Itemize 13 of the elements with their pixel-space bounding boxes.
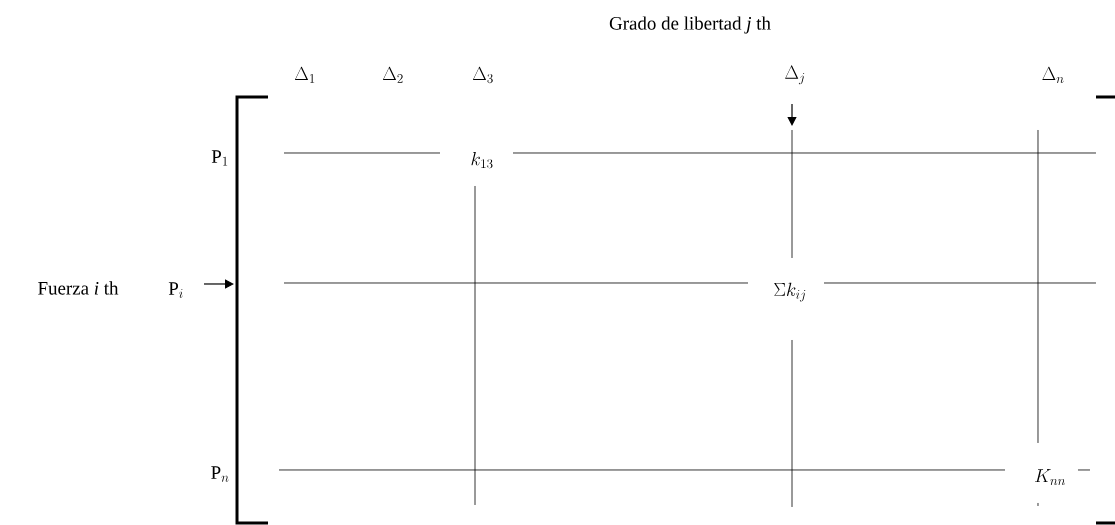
row-label: $\mathrm{P}_{1}$ [211, 150, 228, 166]
matrix-entry: $k_{13}$ [471, 152, 493, 169]
matrix-entry: $K_{nn}$ [1035, 469, 1065, 485]
column-label: $\Delta_{2}$ [382, 66, 403, 83]
column-label: $\Delta_{j}$ [785, 65, 805, 85]
row-label: $\mathrm{P}_{n}$ [211, 466, 229, 482]
column-label: $\Delta_{1}$ [294, 66, 315, 83]
column-label: $\Delta_{3}$ [472, 66, 493, 84]
matrix-entry: $\Sigma k_{ij}$ [774, 282, 806, 302]
column-label: $\Delta_{n}$ [1042, 66, 1064, 83]
row-heading-label: Fuerza i th [38, 281, 119, 295]
row-label: $\mathrm{P}_{i}$ [168, 282, 183, 298]
heading-label: Grado de libertadj th [609, 16, 771, 34]
